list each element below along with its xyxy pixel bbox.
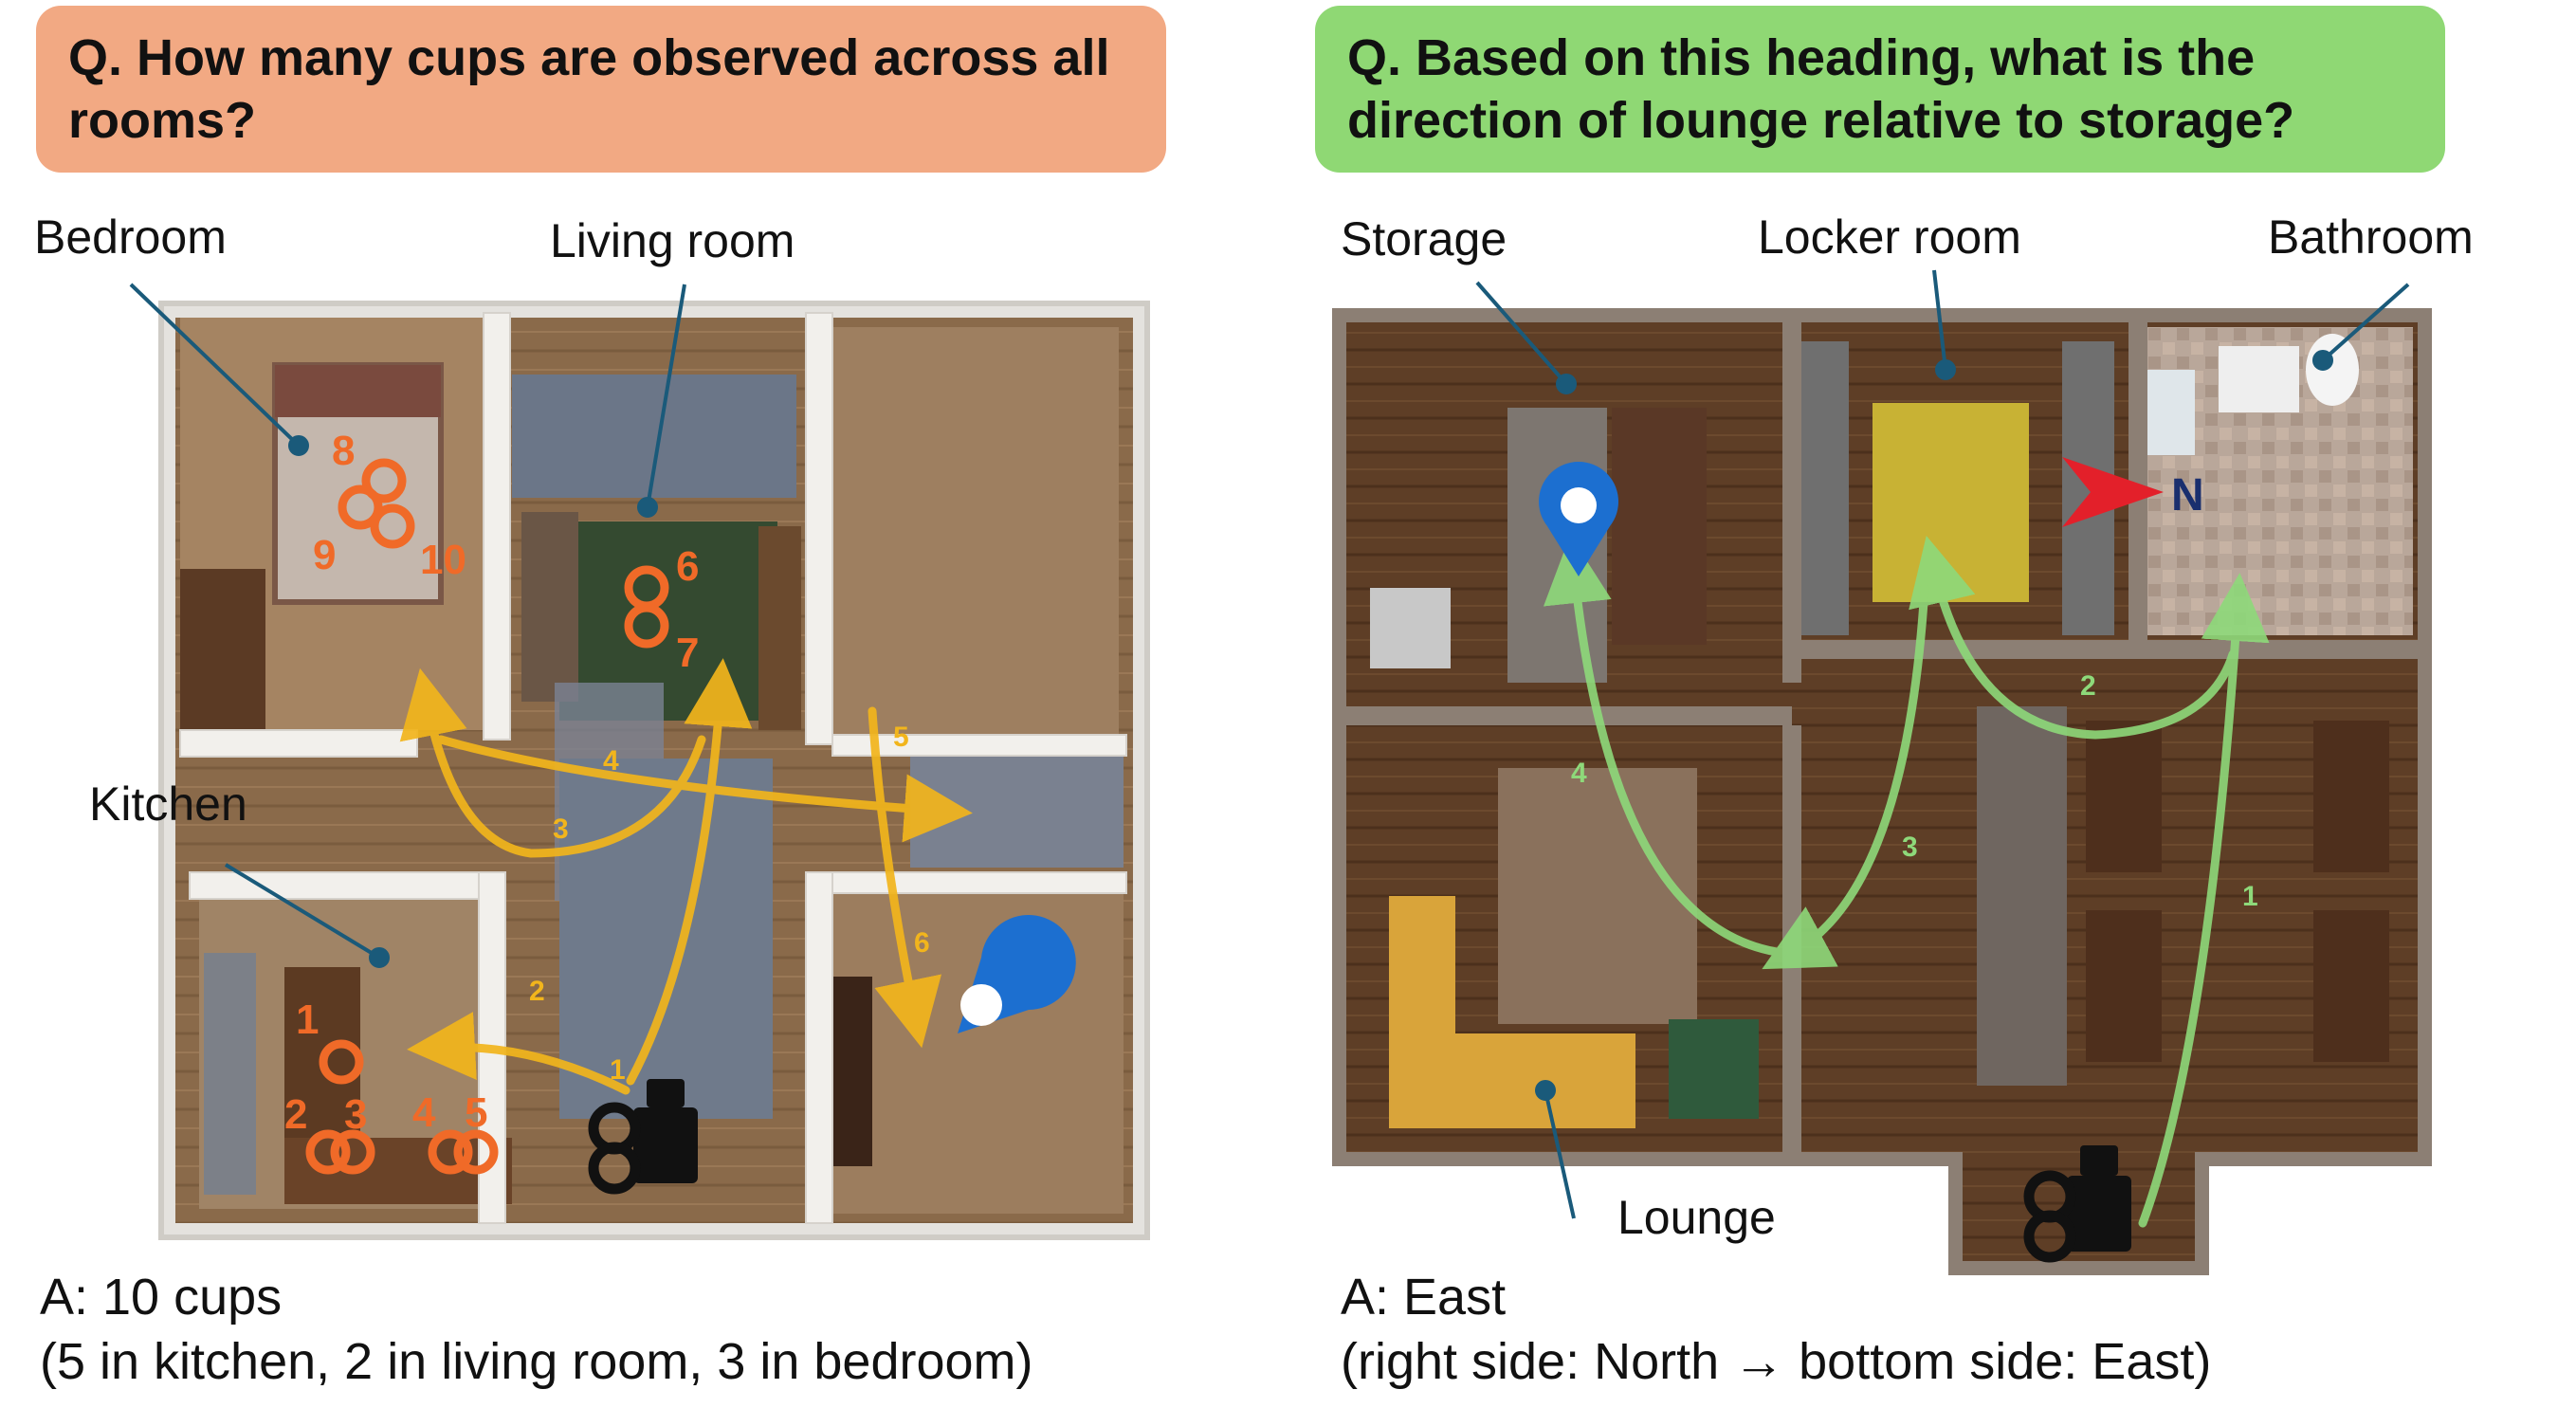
cup-icon	[330, 1129, 375, 1175]
label-lounge: Lounge	[1617, 1191, 1776, 1244]
left-step-numbers: 1 2 3 4 5 6	[529, 722, 930, 1086]
left-step-1: 1	[610, 1054, 626, 1086]
cup-number-3: 3	[344, 1091, 367, 1138]
compass-north-letter: N	[2171, 470, 2204, 521]
camera-icon	[2023, 1145, 2131, 1263]
label-kitchen: Kitchen	[89, 777, 247, 831]
right-question-box: Q. Based on this heading, what is the di…	[1315, 6, 2445, 173]
cup-number-4: 4	[412, 1089, 436, 1136]
label-bathroom: Bathroom	[2268, 210, 2474, 264]
left-step-5: 5	[893, 722, 909, 753]
cup-icon	[428, 1129, 473, 1175]
right-step-numbers: 1 2 3 4	[1571, 670, 2258, 912]
camera-icon	[588, 1079, 698, 1195]
right-green-path	[1543, 535, 2270, 1228]
right-floor-plan	[1332, 308, 2432, 1275]
left-floor-plan	[158, 301, 1150, 1240]
cup-number-6: 6	[676, 543, 699, 590]
right-step-2: 2	[2080, 670, 2096, 702]
label-storage: Storage	[1341, 212, 1507, 265]
compass-icon: N	[2062, 457, 2204, 527]
cup-icon	[624, 603, 669, 649]
right-step-1: 1	[2242, 881, 2258, 912]
location-pin-icon	[958, 915, 1076, 1033]
right-step-4: 4	[1571, 758, 1587, 789]
cup-icon	[319, 1039, 364, 1085]
cup-markers	[305, 458, 669, 1175]
left-step-4: 4	[603, 745, 619, 777]
lounge-sofa	[1389, 896, 1635, 1128]
cup-number-5: 5	[465, 1089, 487, 1136]
left-step-6: 6	[914, 927, 930, 959]
left-step-3: 3	[553, 814, 569, 845]
left-answer-line1: A: 10 cups	[40, 1269, 283, 1326]
label-bedroom: Bedroom	[34, 210, 227, 264]
cup-icon	[361, 458, 407, 503]
right-answer-line2: (right side: North → bottom side: East)	[1341, 1333, 2212, 1390]
cup-number-7: 7	[676, 630, 699, 676]
label-living-room: Living room	[550, 214, 795, 267]
cup-icon	[305, 1129, 351, 1175]
cup-numbers: 1 2 3 4 5 6 7 8 9 10	[284, 428, 699, 1138]
right-answer-line1: A: East	[1341, 1269, 1507, 1326]
right-question-text: Q. Based on this heading, what is the di…	[1347, 29, 2295, 149]
left-question-text: Q. How many cups are observed across all…	[68, 29, 1110, 149]
location-pin-icon	[1539, 462, 1618, 576]
cup-icon	[338, 485, 383, 530]
cup-number-9: 9	[313, 532, 336, 578]
lounge-rug	[1498, 768, 1697, 1024]
left-step-2: 2	[529, 976, 545, 1007]
cup-number-2: 2	[284, 1091, 307, 1138]
cup-icon	[370, 503, 415, 549]
cup-number-10: 10	[420, 537, 466, 583]
cup-number-8: 8	[332, 428, 355, 474]
left-yellow-path	[399, 658, 973, 1095]
locker-room-rug	[1873, 403, 2029, 602]
label-locker-room: Locker room	[1758, 210, 2021, 264]
small-bath	[910, 749, 1124, 868]
cup-number-1: 1	[296, 997, 319, 1043]
cup-icon	[453, 1129, 499, 1175]
left-answer-line2: (5 in kitchen, 2 in living room, 3 in be…	[40, 1333, 1033, 1390]
left-question-box: Q. How many cups are observed across all…	[36, 6, 1166, 173]
leader-lines	[129, 269, 2410, 1219]
right-step-3: 3	[1902, 832, 1918, 863]
